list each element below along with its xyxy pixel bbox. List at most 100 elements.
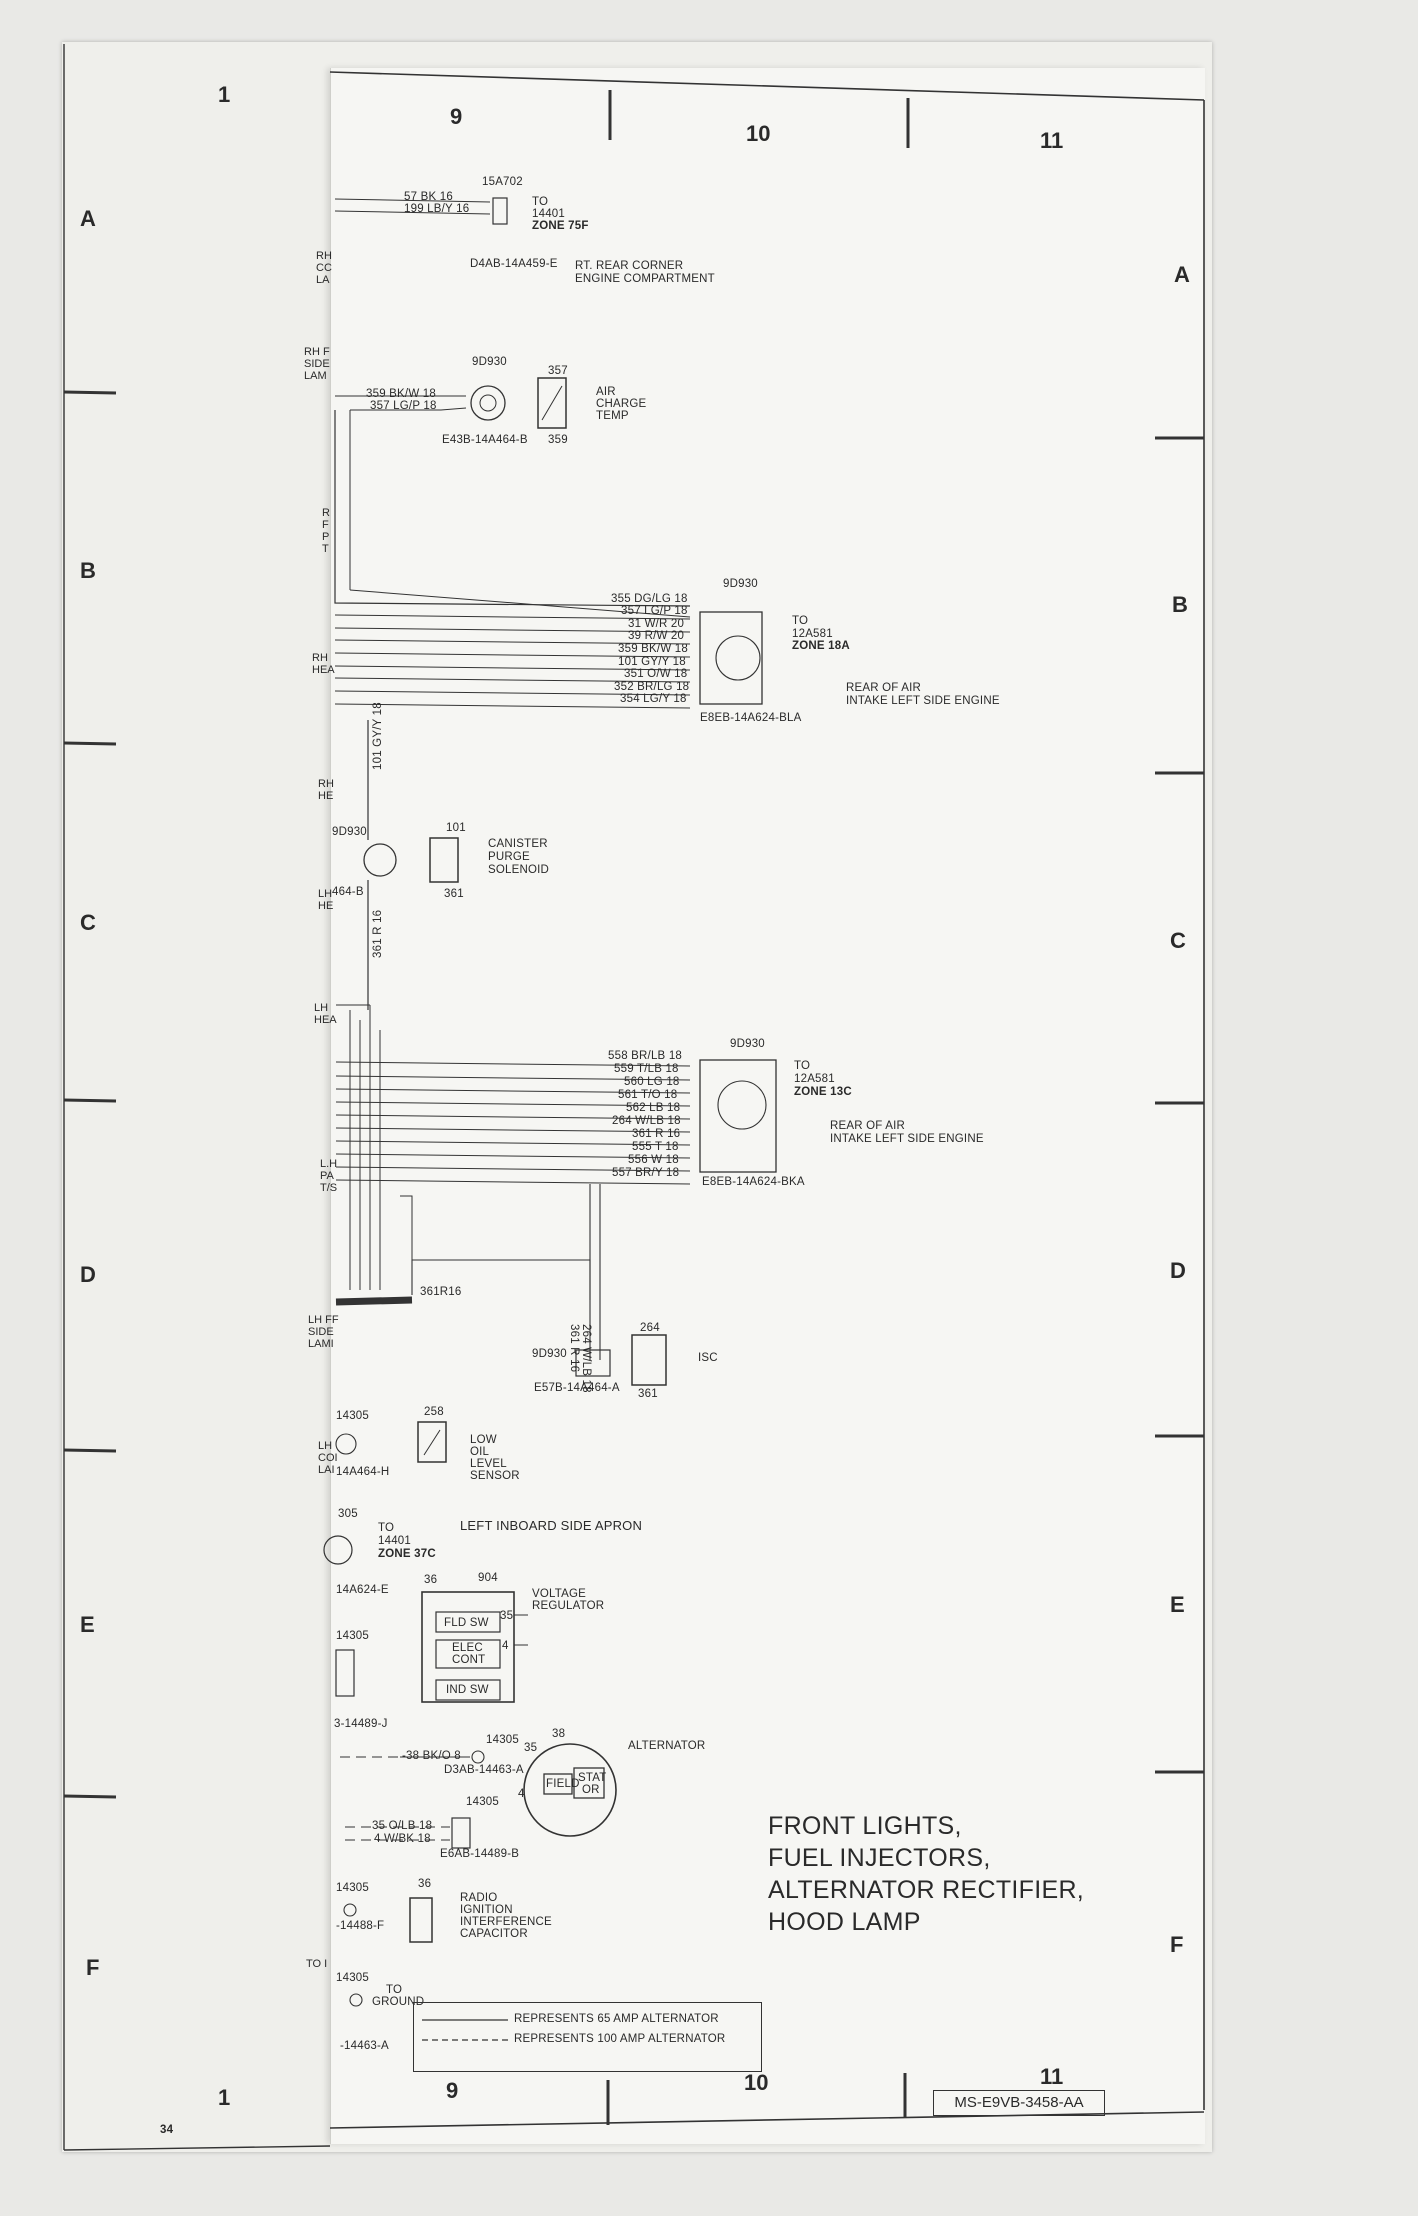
edge-label: T	[322, 543, 329, 555]
part-number: 14305	[486, 1734, 519, 1746]
to-number: 12A581	[792, 628, 833, 640]
component-name: ISC	[698, 1352, 718, 1364]
connector-code: 9D930	[472, 356, 507, 368]
wire-label: 264 W/LB 18	[612, 1115, 681, 1127]
edge-label: RH	[316, 250, 332, 262]
component-name: ALTERNATOR	[628, 1740, 706, 1752]
field-label: FIELD	[546, 1778, 580, 1790]
edge-label: LH	[318, 888, 333, 900]
to-number: 14401	[378, 1535, 411, 1547]
part-number: 14305	[336, 1630, 369, 1642]
wire-label: 357 LG/P 18	[621, 605, 688, 617]
wire-label: 361 R 16	[568, 1324, 580, 1373]
field-switch: FLD SW	[444, 1617, 489, 1629]
edge-label: SIDE	[304, 358, 330, 370]
zone-1-bottom: 1	[218, 2085, 231, 2110]
bottom-border	[329, 2111, 1205, 2129]
component-name: REGULATOR	[532, 1600, 605, 1612]
edge-label: L.H	[320, 1158, 338, 1170]
diagram-title-line: HOOD LAMP	[768, 1908, 921, 1936]
connector-code: 9D930	[730, 1038, 765, 1050]
pin-label: 361	[638, 1388, 658, 1400]
row-a-left: A	[80, 206, 96, 231]
edge-label: PA	[320, 1170, 334, 1182]
component-name: IGNITION	[460, 1904, 513, 1916]
location-label: REAR OF AIR	[846, 682, 922, 694]
legend: REPRESENTS 65 AMP ALTERNATOR REPRESENTS …	[413, 2002, 762, 2072]
row-c-left: C	[80, 910, 96, 935]
to-number: 12A581	[794, 1073, 835, 1085]
location-label: RT. REAR CORNER	[575, 260, 684, 272]
edge-label: HE	[318, 900, 334, 912]
zone-9-top: 9	[450, 104, 463, 129]
component-name: CANISTER	[488, 838, 548, 850]
to-label: TO	[792, 615, 809, 627]
edge-label: COI	[318, 1452, 338, 1464]
wire-label: 359 BK/W 18	[366, 388, 436, 400]
component-name: AIR	[596, 386, 616, 398]
wire-label: 555 T 18	[632, 1141, 679, 1153]
pin-label: 4	[502, 1640, 509, 1652]
pin-label: 361	[444, 888, 464, 900]
wire-label: 39 R/W 20	[628, 630, 685, 642]
legend-dashed: REPRESENTS 100 AMP ALTERNATOR	[514, 2033, 726, 2045]
pin-label: 359	[548, 434, 568, 446]
component-name: VOLTAGE	[532, 1588, 587, 1600]
pin-label: 264	[640, 1322, 660, 1334]
component-name: OIL	[470, 1446, 490, 1458]
component-name: TEMP	[596, 410, 629, 422]
connector-code: E57B-14A464-A	[534, 1382, 620, 1394]
row-e-left: E	[80, 1612, 95, 1637]
connector-code: 9D930	[723, 578, 758, 590]
edge-label: LAI	[318, 1464, 335, 1476]
edge-label: TO I	[306, 1958, 328, 1970]
connector-code: 9D930	[332, 826, 367, 838]
splice-label: 361R16	[420, 1286, 462, 1298]
zone-ref: ZONE 37C	[378, 1548, 436, 1560]
zone-10-bottom: 10	[744, 2070, 769, 2095]
component-name: INTERFERENCE	[460, 1916, 552, 1928]
connector-code: E8EB-14A624-BKA	[702, 1176, 805, 1188]
to-number: 14401	[532, 208, 565, 220]
edge-label: F	[322, 519, 329, 531]
location-label: REAR OF AIR	[830, 1120, 906, 1132]
wire-label: 561 T/O 18	[618, 1089, 678, 1101]
connector-code: 3-14489-J	[334, 1718, 388, 1730]
location-label: LEFT INBOARD SIDE APRON	[460, 1518, 643, 1533]
location-label: ENGINE COMPARTMENT	[575, 273, 715, 285]
edge-label: CC	[316, 262, 332, 274]
wire-label: 355 DG/LG 18	[611, 593, 688, 605]
zone-10-top: 10	[746, 121, 771, 146]
edge-label: LAMI	[308, 1338, 334, 1350]
pin-label: 904	[478, 1572, 498, 1584]
diagram-title-line: FUEL INJECTORS,	[768, 1844, 991, 1872]
component-name: CAPACITOR	[460, 1928, 528, 1940]
connector-code: 464-B	[332, 886, 364, 898]
stator-label: OR	[582, 1784, 600, 1796]
component-name: LOW	[470, 1434, 497, 1446]
wire-label: 357 LG/P 18	[370, 400, 437, 412]
pin-label: 36	[418, 1878, 432, 1890]
edge-label: LA	[316, 274, 330, 286]
connector-code: 9D930	[532, 1348, 567, 1360]
edge-label: LH	[314, 1002, 329, 1014]
zone-ref: ZONE 18A	[792, 640, 850, 652]
edge-label: LAM	[304, 370, 327, 382]
edge-label: HEA	[312, 664, 335, 676]
row-d-left: D	[80, 1262, 96, 1287]
edge-label: RH	[318, 778, 334, 790]
wire-label: 352 BR/LG 18	[614, 681, 690, 693]
to-label: TO	[532, 196, 549, 208]
diagram-title-line: FRONT LIGHTS,	[768, 1812, 962, 1840]
connector-code: E6AB-14489-B	[440, 1848, 520, 1860]
wire-label: 361 R 16	[372, 909, 384, 958]
row-c-right: C	[1170, 928, 1186, 953]
wire-label: 557 BR/Y 18	[612, 1167, 680, 1179]
wire-label: 351 O/W 18	[624, 668, 688, 680]
component-name: PURGE	[488, 851, 530, 863]
edge-label: LH FF	[308, 1314, 339, 1326]
zone-ref: ZONE 75F	[532, 220, 589, 232]
row-b-left: B	[80, 558, 96, 583]
component-name: SOLENOID	[488, 864, 550, 876]
connector-code: 14A464-H	[336, 1466, 390, 1478]
